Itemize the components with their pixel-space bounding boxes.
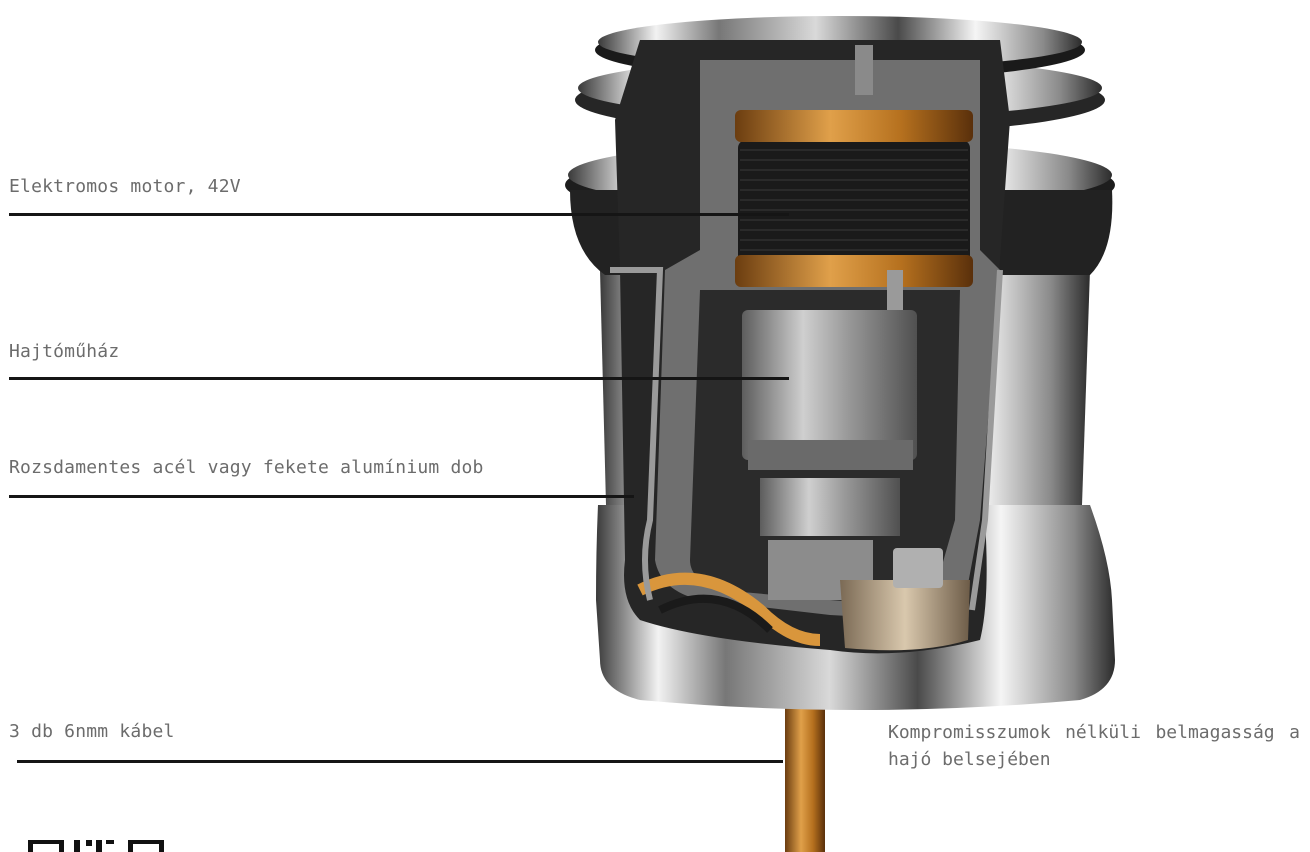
leader-line-housing: [9, 377, 789, 380]
leader-line-cable: [17, 760, 783, 763]
label-electric-motor: Elektromos motor, 42V: [9, 176, 241, 197]
headroom-note: Kompromisszumok nélküli belmagasság a ha…: [888, 722, 1300, 770]
leader-line-drum: [9, 495, 634, 498]
leader-line-motor: [9, 213, 789, 216]
label-drum-material: Rozsdamentes acél vagy fekete alumínium …: [9, 457, 484, 478]
qr-code-icon: [28, 840, 164, 852]
label-gear-housing: Hajtóműház: [9, 341, 120, 362]
label-cable: 3 db 6nmm kábel: [9, 721, 175, 742]
